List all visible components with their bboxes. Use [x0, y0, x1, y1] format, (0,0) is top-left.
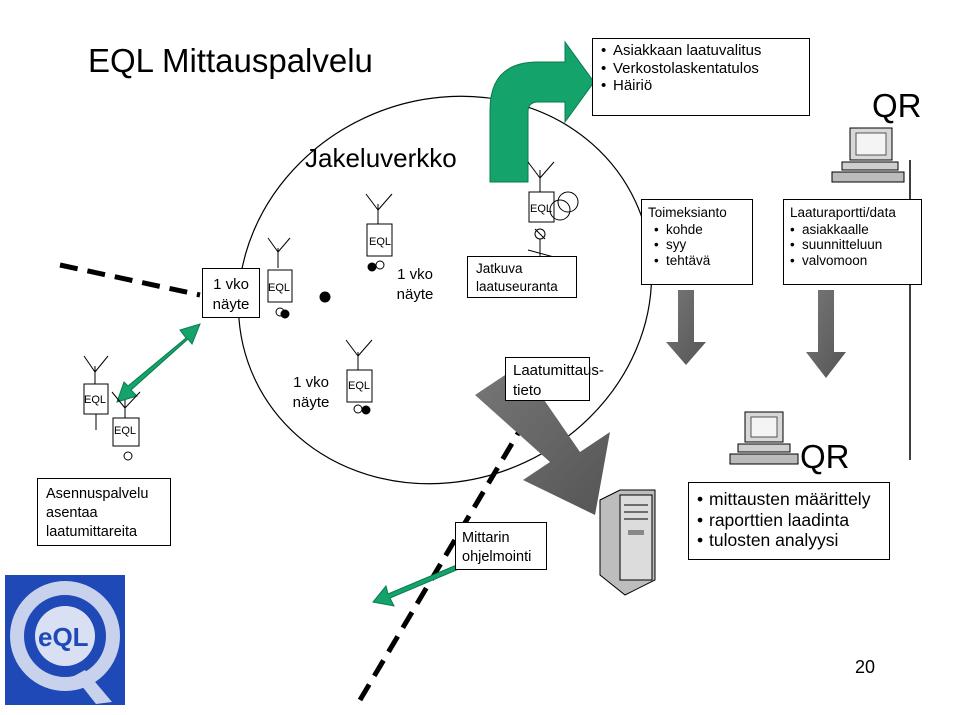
sample-week-box: 1 vko näyte — [283, 372, 339, 416]
quality-report-item: suunnitteluun — [790, 237, 915, 253]
quality-report-item: asiakkaalle — [790, 222, 915, 238]
trigger-item: Verkostolaskentatulos — [601, 60, 801, 78]
continuous-monitoring-text: Jatkuva — [476, 261, 523, 276]
installation-service-box: Asennuspalvelu asentaa laatumittareita — [37, 478, 171, 546]
installation-service-text: laatumittareita — [46, 523, 138, 540]
sample-week-text: näyte — [396, 285, 434, 303]
continuous-monitoring-box: Jatkuva laatuseuranta — [467, 256, 577, 298]
logo-text: eQL — [38, 622, 89, 652]
qr-task-item: mittausten määrittely — [697, 489, 881, 510]
meter-programming-text: Mittarin — [462, 530, 510, 546]
big-gray-diagonal-arrow — [475, 365, 610, 515]
installation-service-text: asentaa — [46, 504, 98, 521]
installation-service-text: Asennuspalvelu — [46, 486, 149, 502]
meter-programming-box: Mittarin ohjelmointi — [455, 522, 547, 570]
green-double-arrow-left — [116, 323, 201, 403]
sample-week-text: 1 vko — [397, 266, 433, 283]
computer-icon-bottom — [729, 411, 799, 465]
eql-logo — [5, 575, 125, 705]
sample-week-text: näyte — [292, 393, 330, 411]
meter-icons — [83, 161, 579, 461]
meter-tag: EQL — [369, 236, 392, 248]
dashed-lines — [59, 262, 523, 702]
trigger-item: Häiriö — [601, 77, 801, 95]
qr-label-bottom: QR — [800, 438, 850, 475]
qr-task-item: raporttien laadinta — [697, 510, 881, 531]
quality-report-item: valvomoon — [790, 253, 915, 269]
network-ellipse — [237, 95, 653, 485]
sample-week-text: näyte — [212, 295, 250, 313]
trigger-item: Asiakkaan laatuvalitus — [601, 42, 801, 60]
quality-report-box: Laaturaportti/data asiakkaalle suunnitte… — [783, 199, 922, 285]
qr-tasks-box: mittausten määrittely raporttien laadint… — [688, 482, 890, 560]
measurement-data-text: Laatumittaus- — [513, 362, 604, 379]
dashed-line-left — [59, 262, 201, 298]
green-curved-arrow — [489, 40, 595, 183]
qr-task-item: tulosten analyysi — [697, 530, 881, 551]
meter-tag: EQL — [84, 394, 107, 406]
meter-tag: EQL — [348, 380, 371, 392]
sample-week-text: 1 vko — [213, 276, 249, 293]
meter-tag: EQL — [530, 203, 553, 215]
page-number: 20 — [855, 657, 876, 677]
meter-icon-left-top — [267, 237, 293, 317]
meter-programming-text: ohjelmointi — [462, 548, 532, 565]
sample-week-box: 1 vko näyte — [202, 268, 260, 318]
assignment-title: Toimeksianto — [648, 205, 727, 220]
server-tower-icon — [599, 489, 656, 596]
trigger-list-box: Asiakkaan laatuvalitus Verkostolaskentat… — [592, 38, 810, 116]
quality-report-title: Laaturaportti/data — [790, 205, 896, 220]
network-label: Jakeluverkko — [305, 143, 457, 173]
dashed-line-bottom — [357, 428, 523, 702]
computer-icon-top — [831, 127, 905, 183]
sample-week-box: 1 vko näyte — [388, 258, 442, 308]
assignment-item: tehtävä — [654, 253, 746, 269]
gray-down-arrow-2 — [806, 290, 846, 378]
sample-week-text: 1 vko — [293, 374, 329, 391]
continuous-monitoring-text: laatuseuranta — [476, 279, 558, 295]
assignment-item: syy — [654, 237, 746, 253]
assignment-item: kohde — [654, 222, 746, 238]
meter-tag: EQL — [268, 282, 291, 294]
slide-title: EQL Mittauspalvelu — [88, 42, 373, 79]
meter-icon-lower-mid — [345, 339, 373, 414]
measurement-data-box: Laatumittaus- tieto — [505, 357, 604, 401]
meter-icon-lower-left — [83, 355, 141, 461]
meter-tag: EQL — [114, 425, 137, 437]
gray-down-arrow — [666, 290, 706, 365]
assignment-box: Toimeksianto kohde syy tehtävä — [641, 199, 753, 285]
qr-label-top: QR — [872, 87, 922, 124]
measurement-data-text: tieto — [513, 381, 542, 399]
